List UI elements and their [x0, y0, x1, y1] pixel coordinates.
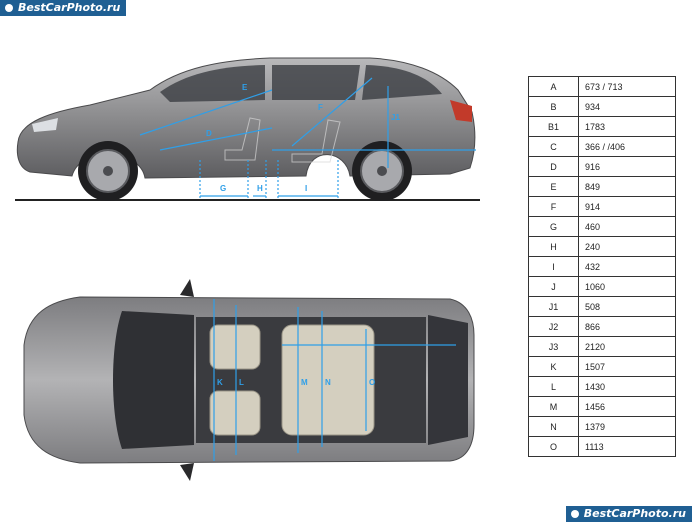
- watermark-text: BestCarPhoto.ru: [583, 507, 686, 520]
- rear-window-top: [428, 315, 468, 445]
- label-k: K: [217, 378, 223, 387]
- dimension-key: E: [528, 176, 579, 197]
- car-side-view: G H I J1 F E D: [15, 57, 480, 201]
- front-wheel: [78, 141, 138, 201]
- left-mirror: [180, 279, 194, 297]
- dimension-value: 866: [578, 316, 676, 337]
- head-light: [32, 118, 58, 132]
- label-f: F: [318, 103, 323, 112]
- dimension-value: 914: [578, 196, 676, 217]
- watermark-bottom: BestCarPhoto.ru: [565, 506, 692, 522]
- dimension-key: L: [528, 376, 579, 397]
- label-n: N: [325, 378, 331, 387]
- dimension-key: J3: [528, 336, 579, 357]
- dimension-value: 1507: [578, 356, 676, 377]
- watermark-logo-icon: [570, 510, 579, 518]
- top-dimension-lines: [213, 299, 456, 461]
- dimension-key: I: [528, 256, 579, 277]
- label-m: M: [301, 378, 308, 387]
- front-window: [160, 65, 265, 102]
- dimension-value: 2120: [578, 336, 676, 357]
- top-seats: [209, 324, 375, 436]
- rear-quarter-window: [362, 65, 442, 100]
- dimension-value: 508: [578, 296, 676, 317]
- dimension-key: N: [528, 416, 579, 437]
- watermark-text: BestCarPhoto.ru: [18, 1, 121, 14]
- label-i: I: [305, 184, 307, 193]
- windshield: [113, 311, 194, 449]
- label-l: L: [239, 378, 244, 387]
- dimension-key: D: [528, 156, 579, 177]
- dimension-key: B1: [528, 116, 579, 137]
- tail-light: [450, 100, 472, 122]
- dimension-key: J2: [528, 316, 579, 337]
- dimension-key: F: [528, 196, 579, 217]
- dimension-value: 916: [578, 156, 676, 177]
- label-j1: J1: [391, 113, 400, 122]
- dimension-value: 934: [578, 96, 676, 117]
- car-top-view: K L M N O: [23, 279, 475, 481]
- dimension-value: 432: [578, 256, 676, 277]
- dimension-value: 1456: [578, 396, 676, 417]
- label-h: H: [257, 184, 263, 193]
- seat-outlines: [224, 117, 341, 163]
- dimension-key: M: [528, 396, 579, 417]
- dimension-key: J1: [528, 296, 579, 317]
- dimension-key: A: [528, 76, 579, 97]
- dimension-key: C: [528, 136, 579, 157]
- dimension-key: H: [528, 236, 579, 257]
- rear-window: [272, 65, 360, 100]
- dimension-key: O: [528, 436, 579, 457]
- dimension-value: 366 / /406: [578, 136, 676, 157]
- dimension-key: K: [528, 356, 579, 377]
- right-mirror: [180, 463, 194, 481]
- label-o: O: [369, 378, 375, 387]
- dimension-value: 1430: [578, 376, 676, 397]
- label-d: D: [206, 129, 212, 138]
- dimension-value: 1113: [578, 436, 676, 457]
- dimension-value: 1060: [578, 276, 676, 297]
- dimension-value: 673 / 713: [578, 76, 676, 97]
- watermark-logo-icon: [5, 4, 13, 12]
- dimension-lines: [139, 77, 476, 200]
- dimension-value: 1783: [578, 116, 676, 137]
- label-g: G: [220, 184, 226, 193]
- dimension-key: B: [528, 96, 579, 117]
- dimension-key: J: [528, 276, 579, 297]
- dimension-key: G: [528, 216, 579, 237]
- dimension-value: 240: [578, 236, 676, 257]
- rear-wheel: [352, 141, 412, 201]
- dimension-value: 460: [578, 216, 676, 237]
- dimension-value: 849: [578, 176, 676, 197]
- label-e: E: [242, 83, 248, 92]
- watermark-top: BestCarPhoto.ru: [0, 0, 127, 16]
- dimension-value: 1379: [578, 416, 676, 437]
